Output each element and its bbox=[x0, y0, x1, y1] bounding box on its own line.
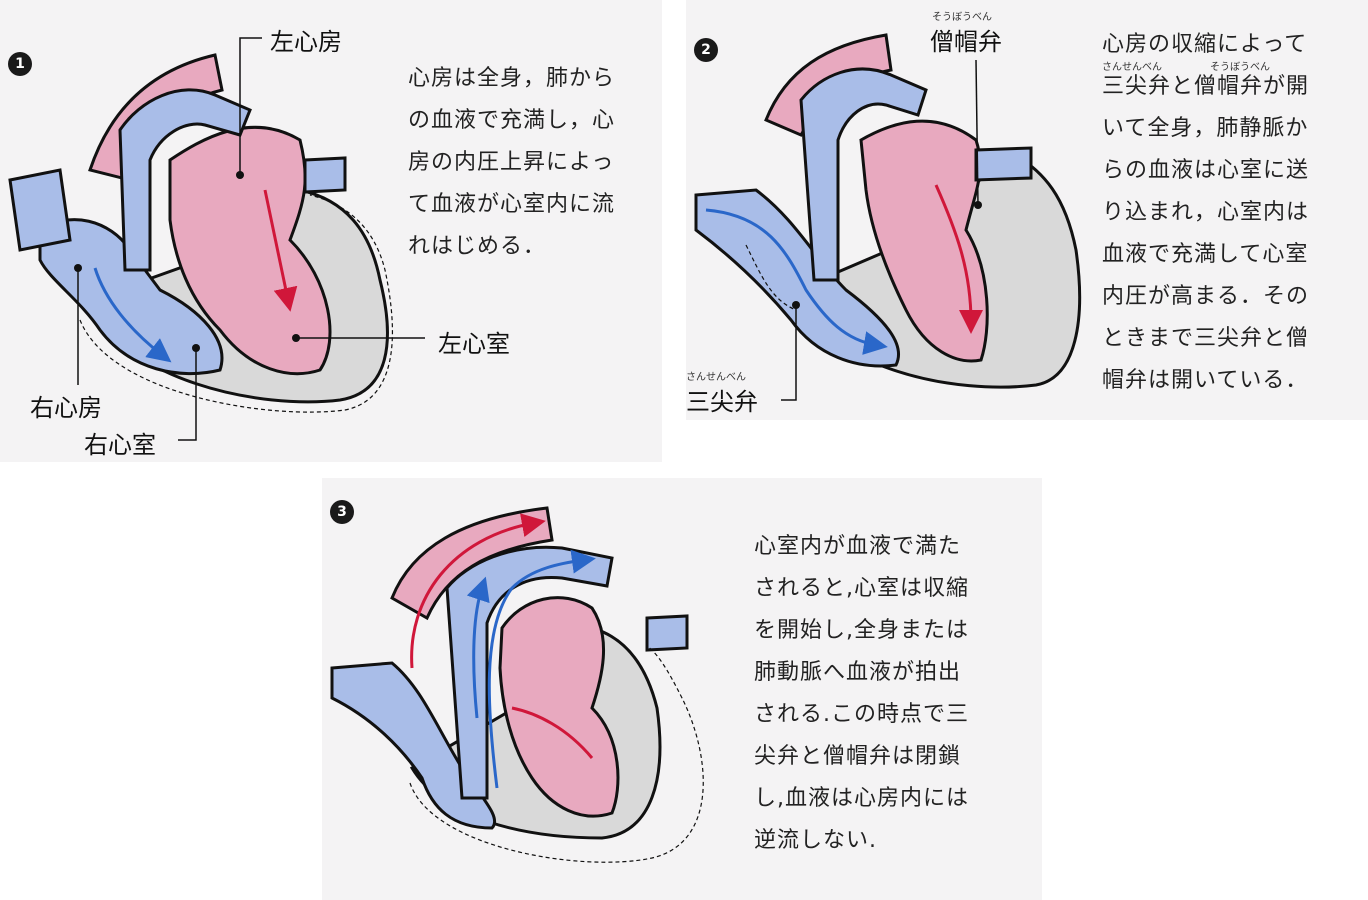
text-line: の血液で充満し，心 bbox=[408, 100, 615, 142]
pulmonary-vein bbox=[647, 616, 687, 650]
panel-1: 1 左心房 左心室 右心房 右心室 心房は全身，肺から の血液で充満し，心 房の… bbox=[0, 0, 662, 462]
description-3: 心室内が血液で満た されると,心室は収縮 を開始し,全身または 肺動脈へ血液が拍… bbox=[754, 526, 969, 862]
step-number-2: 2 bbox=[694, 38, 718, 62]
ruby-mitral-valve: そうぼうべん bbox=[932, 8, 992, 23]
text-line: れはじめる． bbox=[408, 226, 615, 268]
text-line: される.この時点で三 bbox=[754, 694, 969, 736]
text-line: し,血液は心房内には bbox=[754, 778, 969, 820]
text-line: 心房の収縮によって bbox=[1102, 24, 1309, 66]
step-number-3: 3 bbox=[330, 500, 354, 524]
text-line: 三尖弁と僧帽弁が開 bbox=[1102, 66, 1309, 108]
text-line: 逆流しない. bbox=[754, 820, 969, 862]
panel-2: 2 そうぼうべん 僧帽弁 さんせんべん 三尖弁 さんせんべん そうぼうべん 心房… bbox=[686, 0, 1368, 420]
text-line: 心房は全身，肺から bbox=[408, 58, 615, 100]
text-line: 心室内が血液で満た bbox=[754, 526, 969, 568]
description-2: 心房の収縮によって 三尖弁と僧帽弁が開 いて全身，肺静脈か らの血液は心室に送 … bbox=[1102, 24, 1309, 402]
text-line: 帽弁は開いている． bbox=[1102, 360, 1309, 402]
text-line: り込まれ，心室内は bbox=[1102, 192, 1309, 234]
label-right-ventricle: 右心室 bbox=[84, 425, 156, 460]
text-line: 尖弁と僧帽弁は閉鎖 bbox=[754, 736, 969, 778]
ruby-tricuspid-valve: さんせんべん bbox=[686, 368, 746, 383]
text-line: ときまで三尖弁と僧 bbox=[1102, 318, 1309, 360]
pulmonary-vein bbox=[305, 158, 345, 192]
panel-3: 3 心室内が血液で満た されると,心室は収縮 を開始し,全身または 肺動脈へ血液… bbox=[322, 478, 1042, 900]
text-line: 房の内圧上昇によっ bbox=[408, 142, 615, 184]
text-line: を開始し,全身または bbox=[754, 610, 969, 652]
text-line: て血液が心室内に流 bbox=[408, 184, 615, 226]
text-line: いて全身，肺静脈か bbox=[1102, 108, 1309, 150]
label-right-atrium: 右心房 bbox=[30, 388, 102, 423]
text-line: 内圧が高まる．その bbox=[1102, 276, 1309, 318]
text-line: されると,心室は収縮 bbox=[754, 568, 969, 610]
text-line: らの血液は心室に送 bbox=[1102, 150, 1309, 192]
text-line: 肺動脈へ血液が拍出 bbox=[754, 652, 969, 694]
label-left-ventricle: 左心室 bbox=[438, 324, 510, 359]
text-line: 血液で充満して心室 bbox=[1102, 234, 1309, 276]
pulmonary-vein bbox=[976, 148, 1031, 180]
vena-cava-vessel bbox=[10, 170, 70, 250]
description-1: 心房は全身，肺から の血液で充満し，心 房の内圧上昇によっ て血液が心室内に流 … bbox=[408, 58, 615, 268]
label-tricuspid-valve: 三尖弁 bbox=[686, 382, 758, 417]
step-number-1: 1 bbox=[8, 52, 32, 76]
label-left-atrium: 左心房 bbox=[270, 22, 342, 57]
label-mitral-valve: 僧帽弁 bbox=[930, 22, 1002, 57]
